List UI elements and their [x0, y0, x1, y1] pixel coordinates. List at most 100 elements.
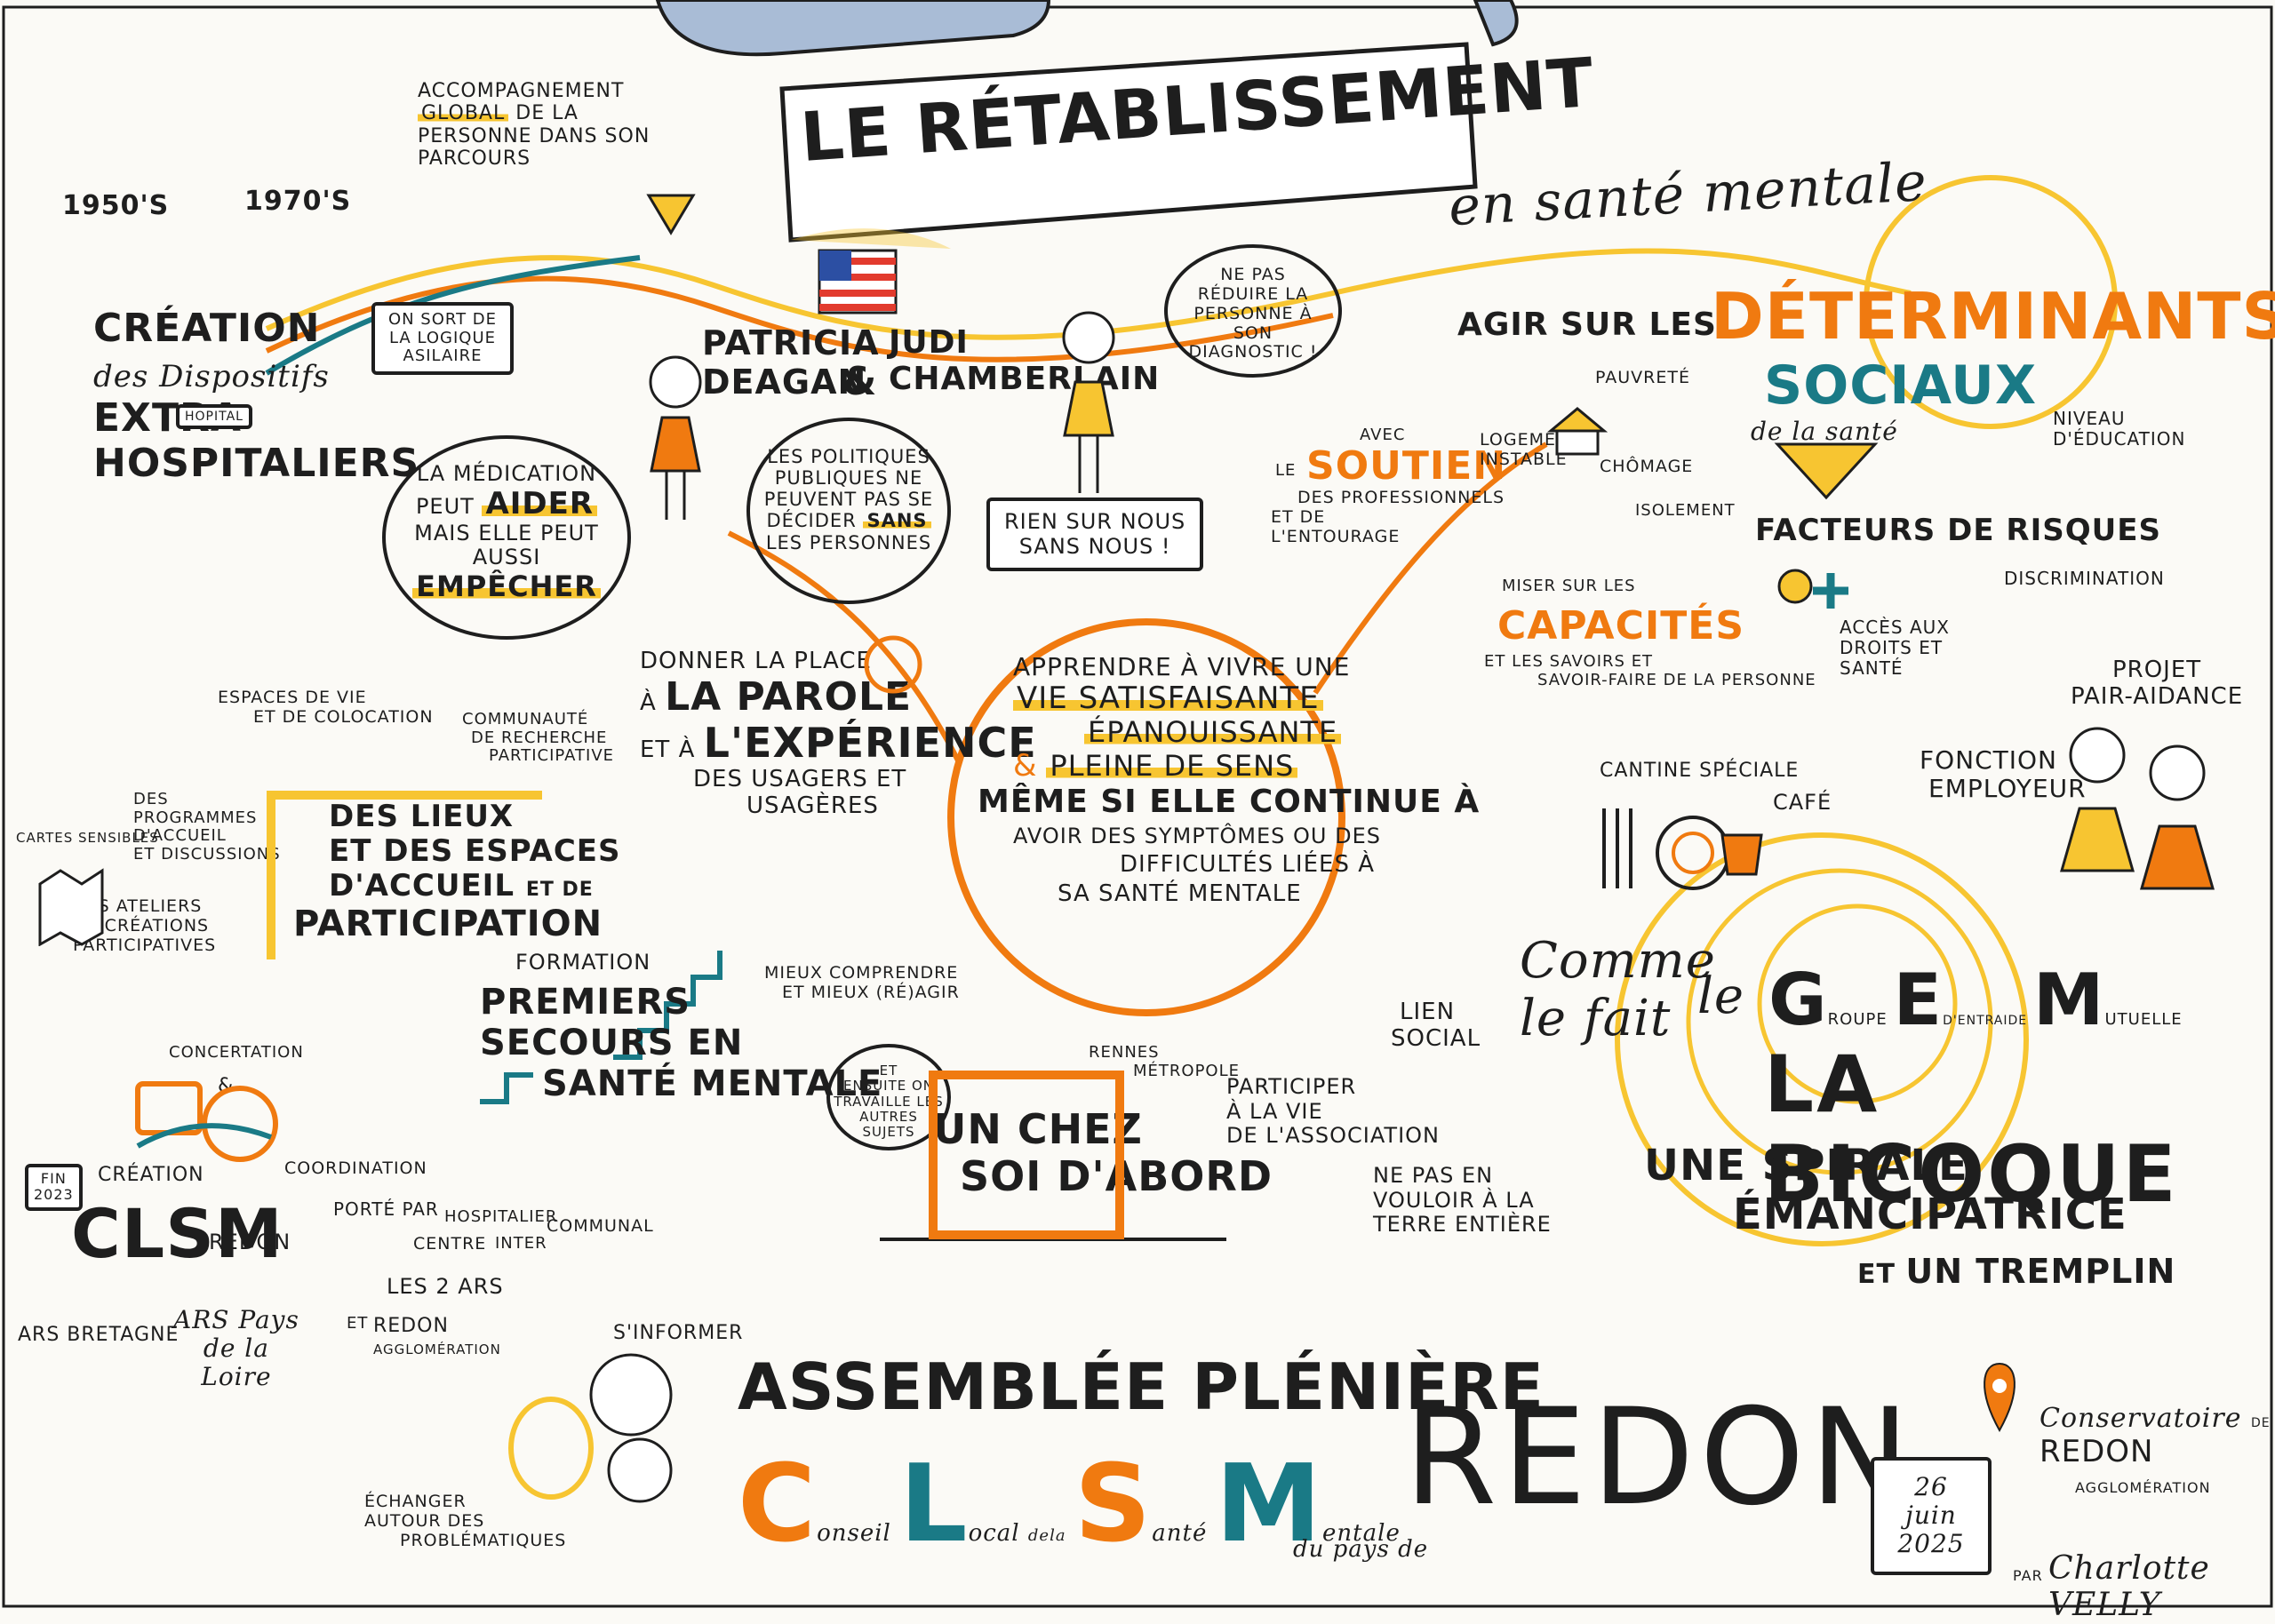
soutien-le: LE	[1275, 461, 1297, 480]
health-cross-icon	[1777, 569, 1848, 609]
flow-line-orange	[265, 275, 1334, 362]
clsm-et: ET	[347, 1314, 369, 1333]
gem-acronym: GROUPE ED'ENTRAIDE MUTUELLE	[1768, 959, 2183, 1041]
banner-scroll	[779, 42, 1478, 249]
formation-label: FORMATION	[515, 950, 651, 975]
logique-asilaire-box: ON SORT DE LA LOGIQUE ASILAIRE	[371, 302, 514, 376]
cafe: CAFÉ	[1773, 790, 1832, 815]
un-tremplin: ET UN TREMPLIN	[1857, 1252, 2176, 1291]
discrimination: DISCRIMINATION	[2004, 568, 2165, 589]
banner-blue-curl	[655, 0, 1051, 57]
isolement: ISOLEMENT	[1635, 501, 1736, 520]
inter: INTER	[495, 1234, 547, 1253]
assemblee-pleniere: ASSEMBLÉE PLÉNIÈRE	[738, 1349, 1545, 1424]
page-frame	[2, 5, 2273, 1608]
agir-sur-les: AGIR SUR LES	[1457, 306, 1717, 343]
soutien-avec: AVEC	[1360, 426, 1406, 444]
cartes-sensibles: CARTES SENSIBLES	[16, 830, 159, 846]
la-bicoque-title: LA BICOQUE	[1764, 1039, 2179, 1221]
hospitalier: HOSPITALIER	[444, 1207, 558, 1226]
clsm-title: CLSM	[71, 1194, 283, 1273]
concertation-bubbles-icon	[135, 1081, 278, 1162]
du-pays-de: du pays de	[1293, 1536, 1429, 1563]
determinants-title: DÉTERMINANTS	[1711, 279, 2275, 354]
house-icon	[1546, 407, 1608, 456]
facteurs-risques: FACTEURS DE RISQUES	[1755, 513, 2161, 548]
map-icon	[38, 868, 104, 946]
comme-text: Comme	[1520, 932, 1716, 990]
flow-line-teal	[265, 255, 641, 376]
sinformer: S'INFORMER	[613, 1322, 744, 1344]
speech-head-icon	[864, 635, 922, 694]
lefait-text: le fait	[1520, 990, 1672, 1047]
year-1950s: 1950's	[62, 190, 170, 221]
location-pin-icon	[1984, 1362, 2016, 1433]
clsm-redon: REDON	[209, 1230, 291, 1254]
ars-bretagne: ARS BRETAGNE	[18, 1324, 180, 1346]
year-1970s: 1970's	[244, 186, 352, 217]
centre: CENTRE	[413, 1234, 487, 1254]
coordination: COORDINATION	[284, 1158, 427, 1178]
flow-line-yellow	[265, 248, 1912, 340]
porte-par: PORTÉ PAR	[333, 1198, 439, 1220]
clsm-full-name: Conseil Local dela Santé Mentale	[738, 1443, 1401, 1566]
center-text: APPRENDRE À VIVRE UNE VIE SATISFAISANTE …	[978, 652, 1481, 907]
sociaux-title: SOCIAUX	[1764, 354, 2038, 417]
cantine-speciale: CANTINE SPÉCIALE	[1600, 760, 1800, 782]
parcours-arrow	[646, 194, 696, 235]
pauvrete: PAUVRETÉ	[1595, 368, 1690, 387]
communal: COMMUNAL	[547, 1216, 654, 1236]
founders-and: &	[842, 359, 878, 404]
author-signature: Charlotte VELLY	[2048, 1550, 2210, 1624]
stairs	[613, 951, 722, 1060]
de-la-sante: de la santé	[1751, 417, 1898, 446]
building-icon	[929, 1071, 1124, 1239]
pair-aidance-people-icon	[2060, 727, 2215, 890]
facteurs-arrow	[1774, 442, 1879, 500]
lieux-bracket	[267, 791, 542, 959]
gem-yellow-spiral	[1615, 832, 2029, 1246]
concertation: CONCERTATION	[169, 1043, 304, 1062]
clsm-creation: CRÉATION	[98, 1164, 204, 1186]
hopital-sign: HOPITAL	[176, 404, 252, 430]
le-text: le	[1697, 967, 1745, 1025]
soutien-title: SOUTIEN	[1306, 443, 1507, 489]
center-orange-circle	[947, 618, 1345, 1016]
redon-big: REDON	[1404, 1381, 1915, 1535]
miser-sur-les: MISER SUR LES	[1502, 577, 1636, 595]
par-label: PAR	[2013, 1567, 2043, 1584]
person-judi-icon	[1062, 311, 1115, 493]
us-flag-icon	[818, 249, 898, 314]
